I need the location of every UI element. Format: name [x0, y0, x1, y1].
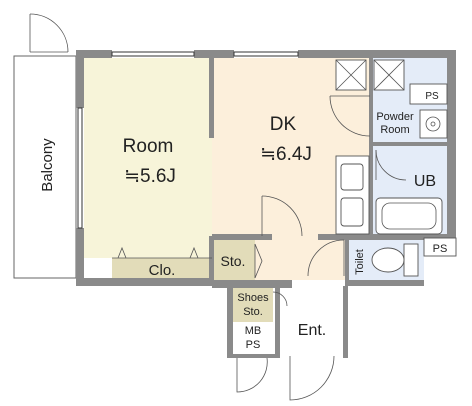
wall-bottom-room [76, 278, 212, 286]
balcony-floor [13, 55, 77, 279]
balcony-door [29, 13, 69, 53]
wall-toilet-left [345, 236, 349, 286]
wall-dk-bottom [212, 234, 272, 240]
powder-door-swing [329, 95, 371, 137]
hall-floor [255, 236, 348, 280]
closet-floor [112, 258, 212, 278]
toilet-bowl [371, 247, 405, 273]
powder-sink [419, 109, 448, 139]
room-label: Room [123, 136, 174, 157]
wall-shoes-left [227, 286, 233, 358]
room-size: ≒5.6J [124, 166, 176, 187]
wall-bottom-toilet [348, 280, 424, 286]
entrance-floor [280, 290, 343, 356]
fixtures [335, 59, 457, 277]
kitchen-sink [340, 197, 364, 227]
wall-entrance-right [343, 286, 348, 358]
powder-room-label-2: Room [380, 124, 409, 136]
meter-door-swing [236, 357, 268, 393]
kitchen-stove [340, 163, 364, 191]
room-window-top [111, 51, 195, 57]
meter-box-label-2: PS [246, 339, 261, 351]
windows [77, 51, 299, 229]
wall-top-right [298, 50, 456, 58]
wall-bottom-hall [212, 280, 292, 288]
pipe-space-label-bottom: PS [433, 243, 448, 255]
closet-label: Clo. [149, 262, 176, 279]
doors [236, 95, 407, 401]
bathtub [375, 197, 443, 235]
storage-floor [212, 240, 255, 280]
toilet-door-swing [307, 239, 345, 277]
wall-wet-left [369, 58, 373, 236]
wall-right [447, 50, 456, 240]
hall-door-swing [261, 195, 303, 237]
dk-size: ≒6.4J [260, 144, 312, 165]
balcony-label: Balcony [39, 138, 56, 192]
dk-label: DK [270, 114, 297, 135]
room-floor [84, 58, 212, 258]
room-window-balcony [77, 107, 83, 229]
unit-bath-label: UB [414, 173, 436, 190]
ub-door-swing [375, 149, 407, 181]
wall-room-dk-lower [209, 236, 214, 286]
wall-top-mid [194, 50, 234, 58]
wall-entrance-left [275, 288, 280, 358]
walls [76, 50, 456, 358]
meter-box-label-1: MB [245, 325, 262, 337]
wall-left-lower [76, 228, 84, 284]
toilet-label: Toilet [354, 249, 366, 275]
shoes-storage-floor [233, 288, 273, 322]
meter-box-floor [233, 322, 273, 354]
wall-room-dk [209, 58, 214, 138]
toilet-tank [403, 243, 419, 277]
wall-left-upper [76, 50, 84, 108]
closet-doors [112, 246, 212, 259]
wall-top-left [76, 50, 112, 58]
wall-dk-bottom-right [318, 234, 448, 240]
shoes-storage-label-2: Sto. [243, 306, 263, 318]
wall-entrance-bottom [227, 354, 275, 358]
storage-label: Sto. [221, 253, 246, 269]
wall-powder-ub [372, 142, 447, 146]
labels: Room ≒5.6J DK ≒6.4J Clo. Sto. Balcony Po… [39, 91, 447, 351]
entrance-label: Ent. [298, 322, 326, 339]
dk-window-top [233, 51, 299, 57]
entrance-door-swing [289, 355, 335, 401]
shoes-storage-label-1: Shoes [237, 292, 269, 304]
pipe-space-label-top: PS [425, 91, 439, 102]
powder-room-label-1: Powder [376, 111, 414, 123]
